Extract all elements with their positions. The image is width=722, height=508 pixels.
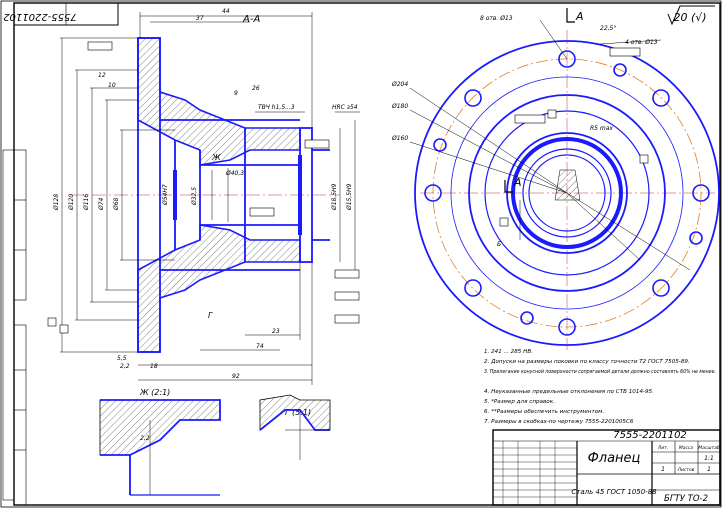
title-sheets-label: Листов xyxy=(677,467,695,473)
title-doc-number: 7555-2201102 xyxy=(613,430,687,441)
rotated-stamp: 7555-2201102 xyxy=(3,2,119,26)
detail-g-label: Г (5:1) xyxy=(285,408,311,417)
dim-bottom-2: 18 xyxy=(150,363,158,370)
roughness-symbol: 20 (√) xyxy=(667,5,715,26)
dim-left-5: Ø54H7 xyxy=(162,184,169,206)
note-4: 4. Неуказанные предельные отклонения по … xyxy=(484,389,654,395)
title-scale-label: Масштаб xyxy=(698,445,720,451)
title-part-name: Фланец xyxy=(588,451,641,466)
section-label: А-А xyxy=(242,14,260,25)
note-1: 1. 241 ... 285 НВ. xyxy=(484,349,533,355)
detail-zh: Ж (2:1) 2,2 xyxy=(99,388,221,496)
dim-bottom-4: 74 xyxy=(256,343,264,350)
dim-bottom-0: 5,5 xyxy=(117,355,127,362)
title-block: 7555-2201102 Фланец Сталь 45 ГОСТ 1050-8… xyxy=(492,429,721,506)
note-7: 7. Размеры в скобках-по чертежу 7555-220… xyxy=(484,419,634,425)
title-mass-label: Масса xyxy=(679,445,694,451)
title-material: Сталь 45 ГОСТ 1050-88 xyxy=(571,488,657,496)
detail-g: Г (5:1) xyxy=(259,394,331,460)
marker-b: Б xyxy=(497,241,501,248)
rotated-stamp-code: 7555-2201102 xyxy=(3,11,77,22)
title-scale-value: 1:1 xyxy=(704,455,714,462)
bolt-holes xyxy=(424,50,710,336)
dim-left-9: Ø15,5H9 xyxy=(346,183,353,211)
dim-bottom-3: 23 xyxy=(272,328,280,335)
title-sheet-label: Лит. xyxy=(657,445,668,451)
flange-dim-6: R5 max xyxy=(590,125,613,132)
flange-dim-1: Ø204 xyxy=(391,81,408,88)
flange-view: 8 отв. Ø13 Ø204 Ø180 Ø160 22,5° 4 отв. Ø… xyxy=(391,8,720,350)
flange-dim-4: 22,5° xyxy=(600,25,616,32)
marker-g: Г xyxy=(208,311,213,320)
title-sheet-number: 1 xyxy=(661,466,665,473)
dim-left-3: Ø74 xyxy=(98,197,105,211)
dim-top-5: 10 xyxy=(108,82,116,89)
hardness-callout: HRC з54 xyxy=(332,104,358,111)
marker-a-top: А xyxy=(575,10,584,23)
dim-top-4: 12 xyxy=(98,72,106,79)
section-view: Ø128 Ø120 Ø116 Ø74 Ø68 Ø54H7 Ø32,5 Ø40,3… xyxy=(47,8,360,385)
flange-dim-5: 4 отв. Ø13 xyxy=(625,39,658,46)
dim-top-2: 26 xyxy=(252,85,260,92)
roughness-text: 20 (√) xyxy=(673,11,706,24)
dim-top-0: 44 xyxy=(222,8,230,15)
technical-notes: 1. 241 ... 285 НВ. 2. Допуски на размеры… xyxy=(484,349,716,425)
spline-callout: ТВЧ h1,5...3 xyxy=(258,104,295,111)
dim-bottom-5: 92 xyxy=(232,373,240,380)
dim-left-8: Ø18,5H9 xyxy=(331,183,338,211)
dim-left-6: Ø32,5 xyxy=(191,187,198,206)
title-organization: БГТУ ТО-2 xyxy=(664,494,708,504)
flange-dim-0: 8 отв. Ø13 xyxy=(480,15,513,22)
dim-top-1: 37 xyxy=(196,15,204,22)
dim-left-4: Ø68 xyxy=(113,197,120,211)
note-5: 5. *Размер для справок. xyxy=(484,399,555,405)
dim-left-1: Ø120 xyxy=(68,194,75,211)
dim-bottom-1: 2,2 xyxy=(120,363,130,370)
marker-zh: Ж xyxy=(211,153,221,162)
flange-dim-2: Ø180 xyxy=(391,103,408,110)
dim-left-7: Ø40,3 xyxy=(225,170,244,177)
note-3: 3. Прилегание конусной поверхности сопря… xyxy=(484,369,716,375)
note-6: 6. **Размеры обеспечить инструментом. xyxy=(484,409,604,415)
dim-left-2: Ø116 xyxy=(83,194,90,211)
flange-dim-3: Ø160 xyxy=(391,135,408,142)
binding-strip xyxy=(2,149,27,506)
dim-top-3: 9 xyxy=(234,90,238,97)
detail-zh-dim: 2,2 xyxy=(140,435,150,442)
dim-left-0: Ø128 xyxy=(53,194,60,211)
detail-zh-label: Ж (2:1) xyxy=(139,388,170,397)
marker-a-bottom: А xyxy=(513,176,522,189)
note-2: 2. Допуски на размеры поковки по классу … xyxy=(484,359,690,365)
title-sheets-total: 1 xyxy=(707,466,711,473)
